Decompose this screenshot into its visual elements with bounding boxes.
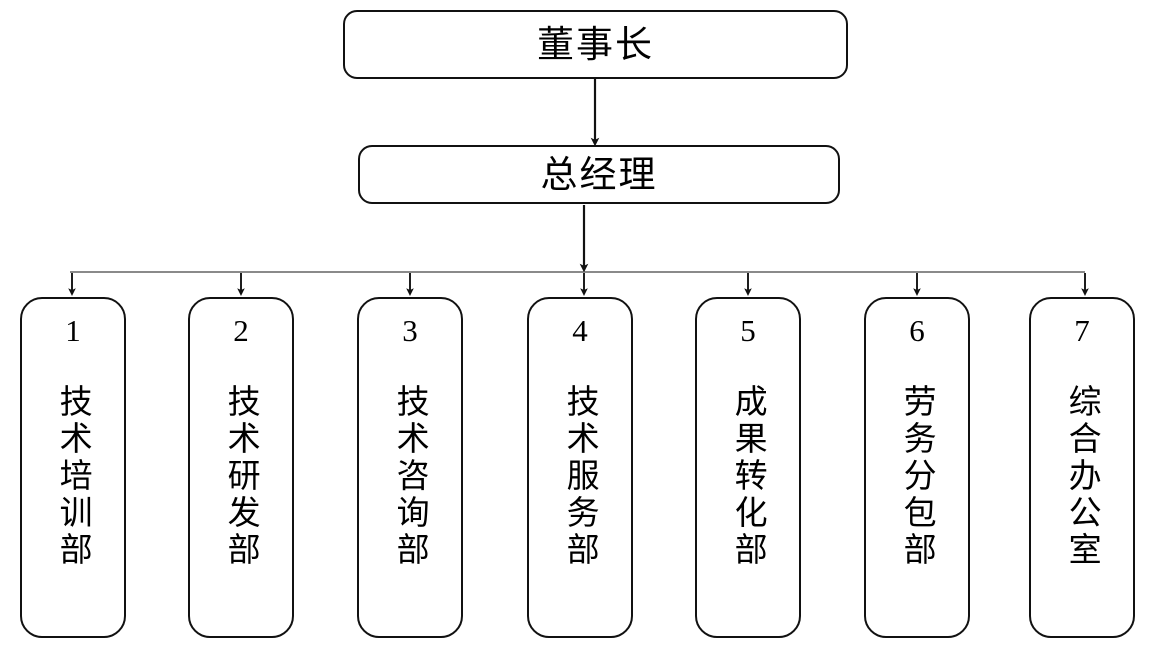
- department-7-index: 7: [1074, 313, 1090, 348]
- department-7-label: 综合办公室: [1063, 384, 1103, 569]
- node-department-1[interactable]: 1 技术培训部: [20, 297, 126, 638]
- node-department-7[interactable]: 7 综合办公室: [1029, 297, 1135, 638]
- department-3-label: 技术咨询部: [391, 384, 431, 569]
- department-1-index: 1: [65, 313, 81, 348]
- department-2-index: 2: [233, 313, 249, 348]
- department-2-label: 技术研发部: [222, 384, 262, 569]
- node-department-3[interactable]: 3 技术咨询部: [357, 297, 463, 638]
- node-department-6[interactable]: 6 劳务分包部: [864, 297, 970, 638]
- node-department-4[interactable]: 4 技术服务部: [527, 297, 633, 638]
- node-department-2[interactable]: 2 技术研发部: [188, 297, 294, 638]
- department-4-label: 技术服务部: [561, 384, 601, 569]
- node-general-manager[interactable]: 总经理: [358, 145, 840, 204]
- node-chairman[interactable]: 董事长: [343, 10, 848, 79]
- department-5-label: 成果转化部: [729, 384, 769, 569]
- department-3-index: 3: [402, 313, 418, 348]
- department-6-label: 劳务分包部: [898, 384, 938, 569]
- department-4-index: 4: [572, 313, 588, 348]
- node-department-5[interactable]: 5 成果转化部: [695, 297, 801, 638]
- node-chairman-label: 董事长: [537, 24, 654, 65]
- department-6-index: 6: [909, 313, 925, 348]
- department-5-index: 5: [740, 313, 756, 348]
- node-general-manager-label: 总经理: [540, 154, 658, 195]
- department-1-label: 技术培训部: [54, 384, 94, 569]
